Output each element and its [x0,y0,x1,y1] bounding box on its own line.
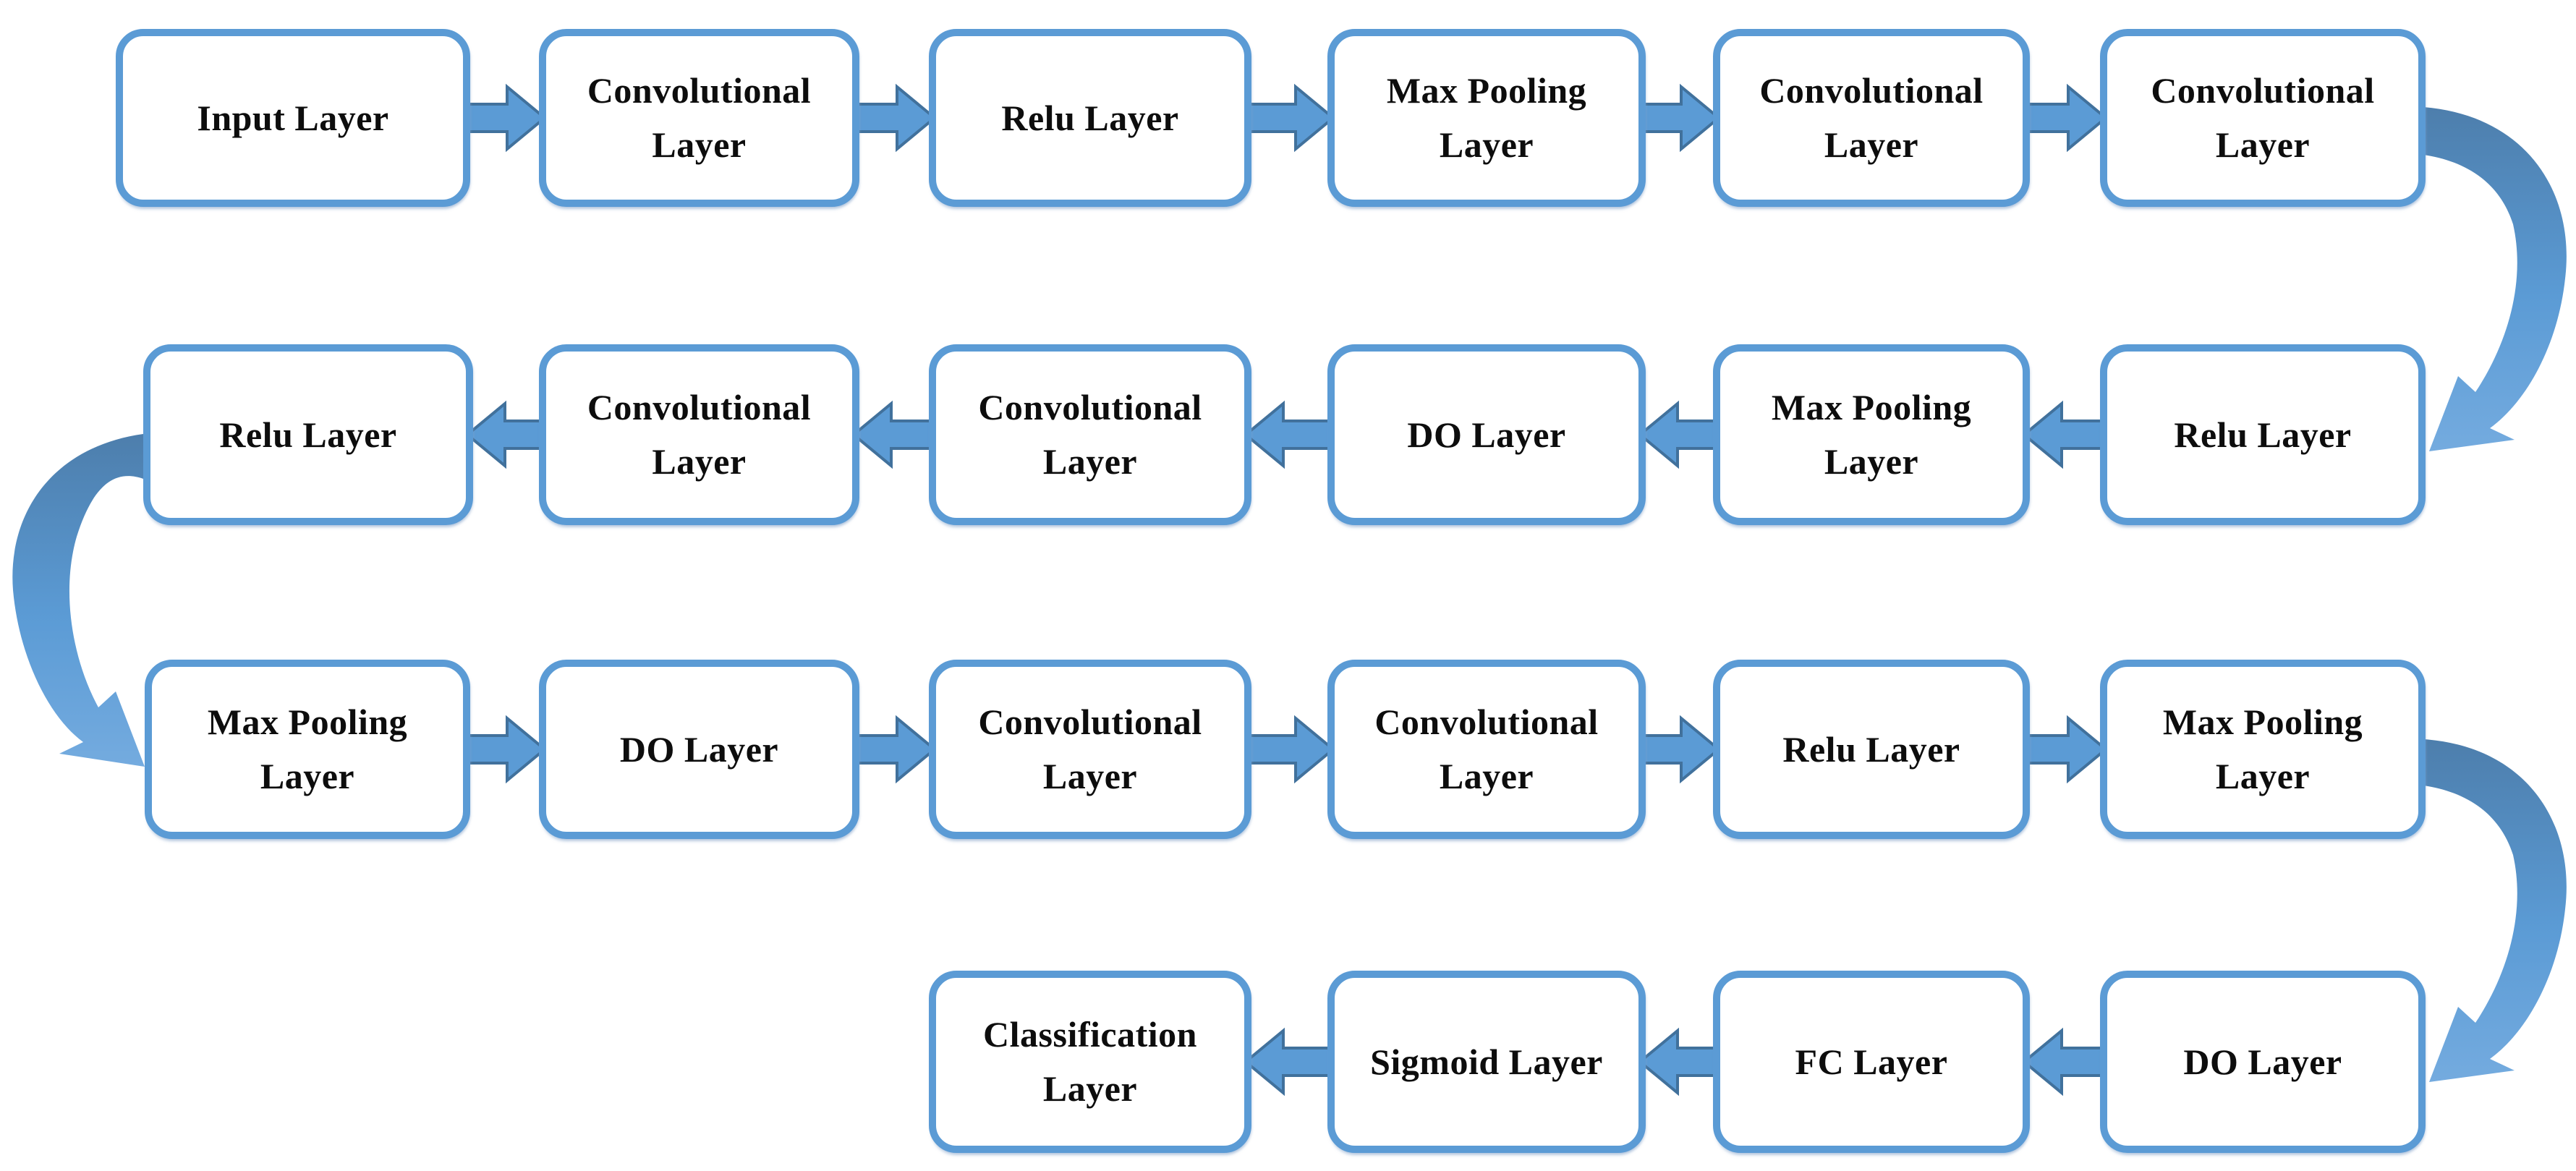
left-arrow-icon [1243,1027,1335,1097]
flow-box-r1c2: Convolutional Layer [539,29,859,207]
right-arrow-icon [1638,83,1722,153]
flow-box-label: DO Layer [2183,1041,2342,1082]
flow-box-r1c3: Relu Layer [929,29,1251,207]
flow-box-label: Convolutional Layer [978,702,1202,796]
flow-box-r2c1: Relu Layer [143,344,473,525]
flow-box-label: Relu Layer [1001,97,1179,138]
flow-box-r3c4: Convolutional Layer [1327,660,1646,839]
right-arrow-icon [852,83,938,153]
flow-box-label: Max Pooling Layer [1771,387,1972,482]
left-arrow-icon [1637,400,1720,469]
flow-box-r2c6: Relu Layer [2100,344,2426,525]
left-arrow-icon [1637,1027,1720,1097]
left-arrow-icon [851,400,936,469]
flow-box-r4c3: FC Layer [1713,971,2030,1153]
right-arrow-icon [463,715,548,784]
flow-box-r1c6: Convolutional Layer [2100,29,2426,207]
flow-box-r4c4: DO Layer [2100,971,2426,1153]
flow-box-label: Convolutional Layer [1759,70,1984,165]
flow-box-label: Max Pooling Layer [1386,70,1587,165]
flow-box-label: Convolutional Layer [587,70,812,165]
flow-box-label: Convolutional Layer [2151,70,2375,165]
flow-box-r2c2: Convolutional Layer [539,344,859,525]
flow-box-label: Max Pooling Layer [207,702,408,796]
flow-box-r3c6: Max Pooling Layer [2100,660,2426,839]
flow-box-r1c1: Input Layer [116,29,470,207]
right-arrow-icon [1244,715,1336,784]
flow-box-label: Relu Layer [1782,728,1960,770]
flow-box-r2c5: Max Pooling Layer [1713,344,2030,525]
flow-box-r3c1: Max Pooling Layer [145,660,470,839]
flow-box-r3c2: DO Layer [539,660,859,839]
right-arrow-icon [852,715,938,784]
flow-box-label: Sigmoid Layer [1370,1041,1603,1082]
flow-box-label: Relu Layer [2174,414,2352,455]
right-arrow-icon [1638,715,1722,784]
flow-box-r3c5: Relu Layer [1713,660,2030,839]
curved-arrow-row1-to-row2 [2423,107,2567,451]
flow-box-r4c2: Sigmoid Layer [1327,971,1646,1153]
flow-box-label: Max Pooling Layer [2162,702,2363,796]
flow-box-label: Convolutional Layer [978,387,1202,482]
flow-box-r1c4: Max Pooling Layer [1327,29,1646,207]
flow-box-label: Relu Layer [219,414,397,455]
flow-box-label: Classification Layer [983,1014,1197,1109]
left-arrow-icon [1243,400,1335,469]
flow-box-r1c5: Convolutional Layer [1713,29,2030,207]
flow-box-label: FC Layer [1795,1041,1948,1082]
flow-box-label: Convolutional Layer [587,387,812,482]
left-arrow-icon [464,400,546,469]
flow-box-r2c3: Convolutional Layer [929,344,1251,525]
flow-box-r4c1: Classification Layer [929,971,1251,1153]
left-arrow-icon [2021,1027,2107,1097]
flow-box-r2c4: DO Layer [1327,344,1646,525]
right-arrow-icon [2023,715,2109,784]
left-arrow-icon [2021,400,2107,469]
right-arrow-icon [2023,83,2109,153]
flow-box-r3c3: Convolutional Layer [929,660,1251,839]
flow-box-label: Convolutional Layer [1374,702,1599,796]
curved-arrow-row2-to-row3 [12,434,145,767]
flow-box-label: DO Layer [1407,414,1566,455]
right-arrow-icon [463,83,548,153]
right-arrow-icon [1244,83,1336,153]
curved-arrow-row3-to-row4 [2423,739,2567,1082]
flow-box-label: DO Layer [619,728,779,770]
flow-box-label: Input Layer [197,97,389,138]
